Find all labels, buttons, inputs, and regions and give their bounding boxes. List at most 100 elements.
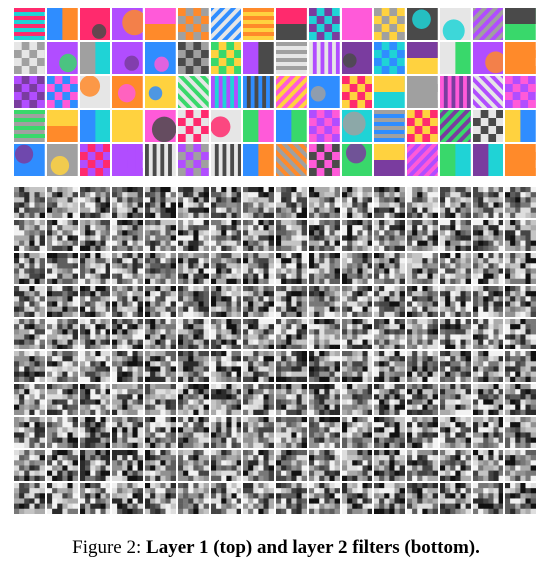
filter-tile [341,318,373,350]
filter-tile [46,187,78,218]
filter-tile [243,8,274,40]
filter-tile [439,76,471,108]
filter-tile [177,252,209,284]
filter-tile [14,144,45,176]
filter-tile [46,76,78,108]
filter-tile [112,8,143,40]
filter-tile [472,351,504,383]
filter-tile [79,42,111,74]
filter-tile [341,76,373,108]
filter-tile [112,187,143,218]
filter-tile [112,219,143,251]
filter-tile [46,8,78,40]
filter-tile [407,384,438,416]
filter-tile [439,110,471,142]
filter-tile [210,450,242,482]
filter-tile [308,76,340,108]
filter-tile [341,110,373,142]
filter-tile [243,351,274,383]
filter-tile [472,8,504,40]
filter-tile [341,450,373,482]
filter-tile [439,219,471,251]
filter-tile [112,318,143,350]
filter-tile [243,42,274,74]
filter-tile [112,42,143,74]
filter-tile [177,351,209,383]
filter-tile [177,144,209,176]
filter-tile [243,285,274,317]
filter-tile [79,351,111,383]
filter-tile [341,483,373,514]
filter-tile [276,187,307,218]
filter-tile [14,110,45,142]
filter-tile [505,318,536,350]
filter-tile [374,144,405,176]
filter-tile [46,351,78,383]
filter-tile [276,483,307,514]
filter-tile [374,42,405,74]
filter-tile [177,483,209,514]
filter-tile [210,219,242,251]
filter-tile [276,219,307,251]
filter-tile [472,483,504,514]
filter-tile [79,110,111,142]
filter-tile [46,450,78,482]
filter-tile [505,76,536,108]
filter-tile [145,187,176,218]
filter-tile [46,42,78,74]
filter-tile [341,144,373,176]
filter-tile [112,483,143,514]
filter-tile [145,384,176,416]
filter-tile [14,450,45,482]
figure-label: Figure 2: [72,537,142,558]
filter-tile [79,285,111,317]
filter-tile [112,384,143,416]
filter-tile [177,42,209,74]
filter-tile [439,351,471,383]
filter-tile [439,8,471,40]
filter-tile [14,351,45,383]
filter-tile [14,76,45,108]
filter-tile [374,483,405,514]
filter-tile [341,351,373,383]
filter-tile [505,252,536,284]
filter-tile [276,417,307,449]
filter-tile [407,110,438,142]
filter-tile [308,42,340,74]
filter-tile [145,483,176,514]
filter-tile [407,450,438,482]
filter-tile [79,144,111,176]
filter-tile [276,450,307,482]
filter-tile [505,384,536,416]
filter-tile [439,318,471,350]
filter-tile [472,252,504,284]
filter-tile [46,417,78,449]
filter-tile [276,42,307,74]
filter-tile [374,187,405,218]
filter-tile [407,318,438,350]
filter-tile [14,318,45,350]
filter-tile [145,318,176,350]
filter-tile [472,318,504,350]
filter-tile [243,384,274,416]
filter-tile [472,187,504,218]
figure-caption: Figure 2: Layer 1 (top) and layer 2 filt… [0,537,552,559]
filter-tile [112,450,143,482]
filter-tile [177,384,209,416]
filter-tile [276,110,307,142]
filter-tile [439,483,471,514]
filter-tile [46,285,78,317]
filter-tile [374,351,405,383]
filter-tile [341,384,373,416]
filter-tile [341,285,373,317]
filter-tile [505,219,536,251]
filter-tile [46,483,78,514]
filter-tile [505,417,536,449]
filter-tile [407,187,438,218]
filter-tile [374,285,405,317]
filter-tile [341,42,373,74]
filter-tile [505,450,536,482]
filter-tile [210,351,242,383]
filter-tile [439,42,471,74]
filter-tile [439,252,471,284]
